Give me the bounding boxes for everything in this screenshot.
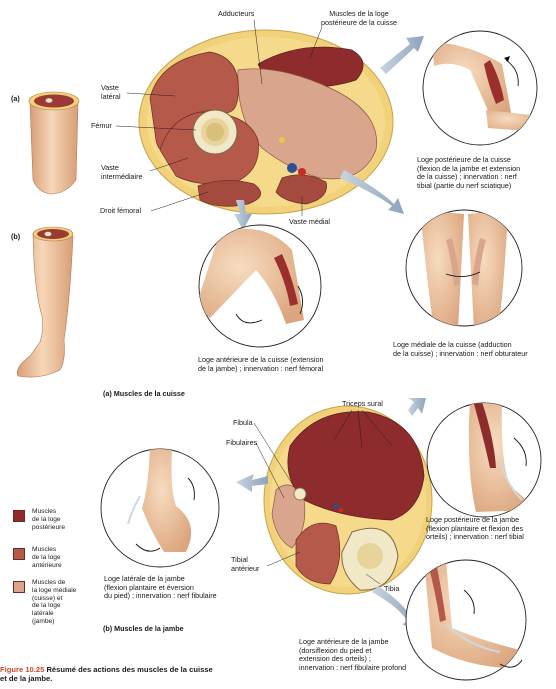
label-adducteurs: Adducteurs <box>218 10 254 19</box>
label-tibial-anterieur: Tibial antérieur <box>231 556 259 573</box>
label-femur: Fémur <box>91 122 112 131</box>
action-thigh-medial <box>406 210 522 330</box>
figure-caption: Figure 10.25 Résumé des actions des musc… <box>0 665 300 684</box>
label-tibia: Tibia <box>384 585 399 594</box>
action-thigh-anterior <box>196 225 321 347</box>
leg-cross-section <box>264 406 432 594</box>
legend-label-anterior: Muscles de la loge antérieure <box>32 546 62 569</box>
label-fibula: Fibula <box>233 419 253 428</box>
figure-caption-line2: et de la jambe. <box>0 674 300 683</box>
action-thigh-posterior <box>423 31 540 145</box>
label-fibulaires: Fibulaires <box>226 439 257 448</box>
legend-label-posterior: Muscles de la loge postérieure <box>32 508 65 531</box>
caption-thigh-medial: Loge médiale de la cuisse (adduction de … <box>393 341 555 358</box>
caption-leg-lateral: Loge latérale de la jambe (flexion plant… <box>104 575 244 601</box>
legend-label-medial-lateral: Muscles de la loge médiale (cuisse) et d… <box>32 579 76 626</box>
caption-thigh-posterior: Loge postérieure de la cuisse (flexion d… <box>417 156 555 190</box>
action-leg-posterior <box>427 400 541 517</box>
label-vaste-medial: Vaste médial <box>289 218 330 227</box>
legend-swatch-posterior <box>13 510 25 522</box>
label-vaste-intermediaire: Vaste intermédiaire <box>101 164 143 181</box>
label-loge-posterieure-cuisse: Muscles de la loge postérieure de la cui… <box>304 10 414 27</box>
leg-overview <box>17 92 79 377</box>
figure-number: Figure 10.25 <box>0 665 44 674</box>
caption-thigh-anterior: Loge antérieure de la cuisse (extension … <box>198 356 358 373</box>
action-leg-lateral <box>101 448 219 567</box>
thigh-cross-section <box>139 30 393 214</box>
caption-leg-anterior: Loge antérieure de la jambe (dorsiflexio… <box>299 638 439 672</box>
label-droit-femoral: Droit fémoral <box>100 207 141 216</box>
figure-caption-line1: Résumé des actions des muscles de la cui… <box>44 665 212 674</box>
legend-swatch-medial-lateral <box>13 581 25 593</box>
section-a-title: (a) Muscles de la cuisse <box>103 390 185 399</box>
legend-swatch-anterior <box>13 548 25 560</box>
marker-b: (b) <box>11 233 20 242</box>
marker-a: (a) <box>11 95 20 104</box>
label-vaste-lateral: Vaste latéral <box>101 84 121 101</box>
caption-leg-posterior: Loge postérieure de la jambe (flexion pl… <box>426 516 555 542</box>
section-b-title: (b) Muscles de la jambe <box>103 625 184 634</box>
label-triceps-sural: Triceps sural <box>342 400 383 409</box>
